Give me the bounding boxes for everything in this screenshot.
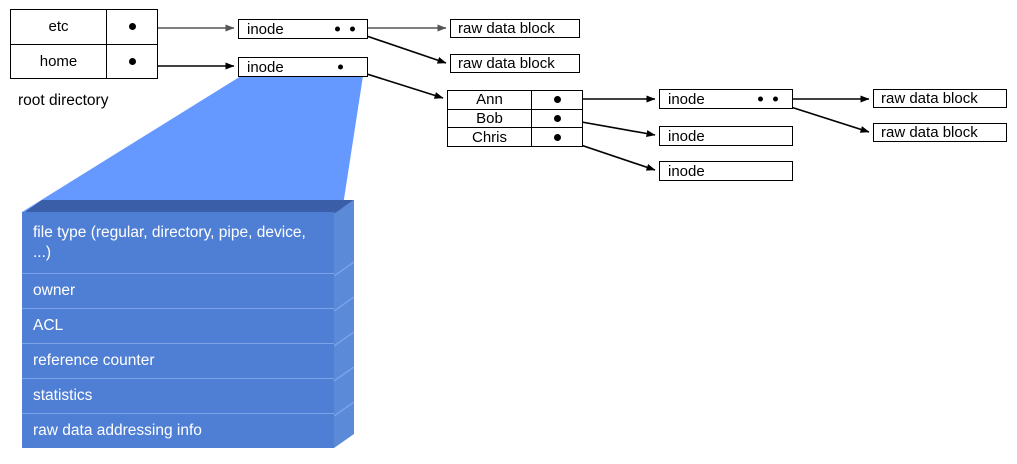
raw-data-block-label: raw data block [881,90,978,107]
raw-data-block-label: raw data block [458,55,555,72]
pointer-dot-icon [350,26,355,32]
inode-box-chris[interactable]: inode [659,161,793,181]
inode-box-home[interactable]: inode [238,57,368,77]
root-entry-name-cell: etc [11,10,107,44]
inode-box-ann[interactable]: inode [659,89,793,109]
inode-label: inode [668,127,705,145]
raw-data-block-1[interactable]: raw data block [450,19,580,38]
inode-box-bob[interactable]: inode [659,126,793,146]
inode-field-label: statistics [33,387,93,405]
inode-detail-top-face [22,200,354,214]
inode-detail-box: file type (regular, directory, pipe, dev… [22,200,354,448]
root-entry-pointer-cell[interactable] [107,45,157,79]
home-directory-table[interactable]: Ann Bob Chris [447,90,583,147]
root-directory-caption: root directory [18,92,109,109]
home-entry-name-cell: Ann [448,91,532,109]
pointer-dot-icon [335,26,340,32]
pointer-dot-icon [338,64,343,70]
inode-field-label: raw data addressing info [33,422,202,440]
pointer-dot-icon [553,96,561,104]
inode-box-etc[interactable]: inode [238,19,368,39]
home-entry-name-cell: Bob [448,109,532,128]
table-row[interactable]: Bob [448,109,582,129]
root-entry-label: home [39,52,78,70]
raw-data-block-3[interactable]: raw data block [873,89,1007,108]
root-directory-table[interactable]: etc home [10,9,158,79]
inode-detail-front-face: file type (regular, directory, pipe, dev… [22,212,334,448]
inode-label: inode [247,58,284,76]
inode-field-label: file type (regular, directory, pipe, dev… [33,224,306,261]
root-entry-pointer-cell[interactable] [107,10,157,44]
inode-label: inode [668,162,705,180]
inode-field-file-type: file type (regular, directory, pipe, dev… [22,212,334,274]
inode-pointer-dots[interactable] [758,96,778,102]
root-entry-name-cell: home [11,44,107,78]
inode-label: inode [247,20,284,38]
pointer-dot-icon [553,115,561,122]
inode-label: inode [668,90,705,108]
callout-wedge [22,76,363,212]
table-row[interactable]: Ann [448,91,582,110]
table-row[interactable]: Chris [448,128,582,147]
home-entry-pointer-cell[interactable] [532,128,582,146]
home-entry-label: Ann [476,91,503,109]
pointer-dot-icon [128,23,136,31]
home-entry-label: Bob [476,110,503,127]
pointer-dot-icon [758,96,763,102]
table-row[interactable]: home [11,44,157,79]
inode-field-raw-data-addressing-info: raw data addressing info [22,414,334,448]
root-entry-label: etc [48,18,69,36]
home-entry-pointer-cell[interactable] [532,91,582,109]
inode-field-label: ACL [33,317,64,335]
home-entry-label: Chris [471,128,507,146]
raw-data-block-2[interactable]: raw data block [450,54,580,73]
table-row[interactable]: etc [11,10,157,45]
inode-pointer-dots[interactable] [335,26,355,32]
home-entry-pointer-cell[interactable] [532,110,582,128]
raw-data-block-4[interactable]: raw data block [873,123,1007,142]
home-entry-name-cell: Chris [448,128,532,147]
raw-data-block-label: raw data block [458,20,555,37]
inode-field-statistics: statistics [22,379,334,414]
pointer-dot-icon [128,57,136,65]
inode-field-label: owner [33,282,76,300]
inode-field-reference-counter: reference counter [22,344,334,379]
inode-pointer-dots[interactable] [338,64,343,70]
inode-field-acl: ACL [22,309,334,344]
pointer-dot-icon [553,133,561,141]
inode-detail-side-face [334,200,354,448]
inode-field-owner: owner [22,274,334,309]
pointer-dot-icon [773,96,778,102]
raw-data-block-label: raw data block [881,124,978,141]
inode-field-label: reference counter [33,352,155,370]
